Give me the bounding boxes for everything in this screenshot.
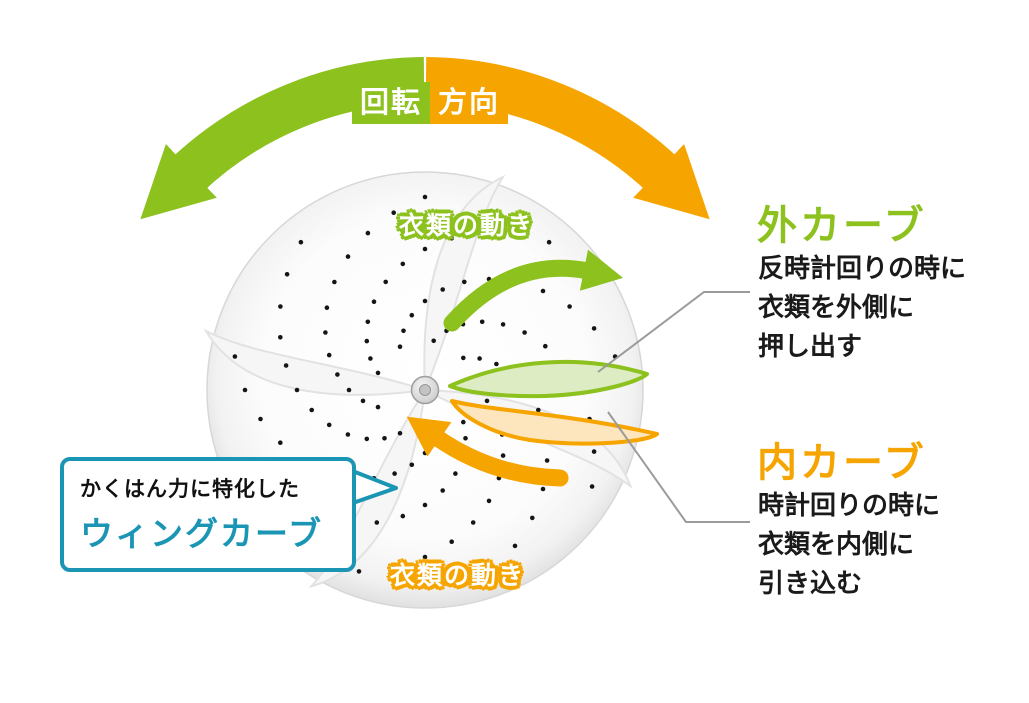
outer-curve-line: 衣類を外側に (758, 293, 915, 323)
callout-subtitle: かくはん力に特化した (80, 477, 300, 501)
center-cap-icon (410, 375, 440, 405)
cloth-motion-arrow-green-icon (443, 249, 624, 332)
outer-curve-title: 外カーブ (757, 203, 927, 249)
wing-blade (308, 389, 426, 589)
inner-curve-description: 時計回りの時に 衣類を内側に 引き込む (758, 487, 940, 604)
rotation-arc-orange-icon (425, 57, 710, 220)
rotation-direction-label-right: 方向 (430, 82, 509, 124)
cloth-motion-label-bottom: 衣類の動き (390, 561, 526, 590)
rotation-direction-label-left: 回転 (352, 82, 431, 124)
rotation-arc-green-icon (140, 57, 425, 220)
connector-line-inner (607, 411, 750, 523)
outer-curve-line: 反時計回りの時に (758, 254, 967, 284)
callout-title: ウィングカーブ (80, 514, 324, 553)
outer-curve-highlight (448, 359, 649, 399)
cloth-motion-arrow-orange-icon (406, 416, 569, 487)
outer-curve-line: 押し出す (758, 332, 863, 362)
inner-curve-title: 内カーブ (757, 440, 927, 486)
inner-curve-line: 引き込む (758, 569, 863, 599)
wing-curve-callout: かくはん力に特化した ウィングカーブ (60, 457, 356, 572)
inner-curve-line: 時計回りの時に (758, 491, 941, 521)
inner-curve-line: 衣類を内側に (758, 530, 915, 560)
rotation-direction-badge: 回転 方向 (352, 82, 509, 124)
outer-curve-description: 反時計回りの時に 衣類を外側に 押し出す (758, 250, 966, 367)
wing-blade (203, 328, 426, 396)
connector-line-outer (597, 291, 750, 373)
cloth-motion-label-top: 衣類の動き (399, 211, 535, 240)
inner-curve-highlight (450, 399, 659, 446)
